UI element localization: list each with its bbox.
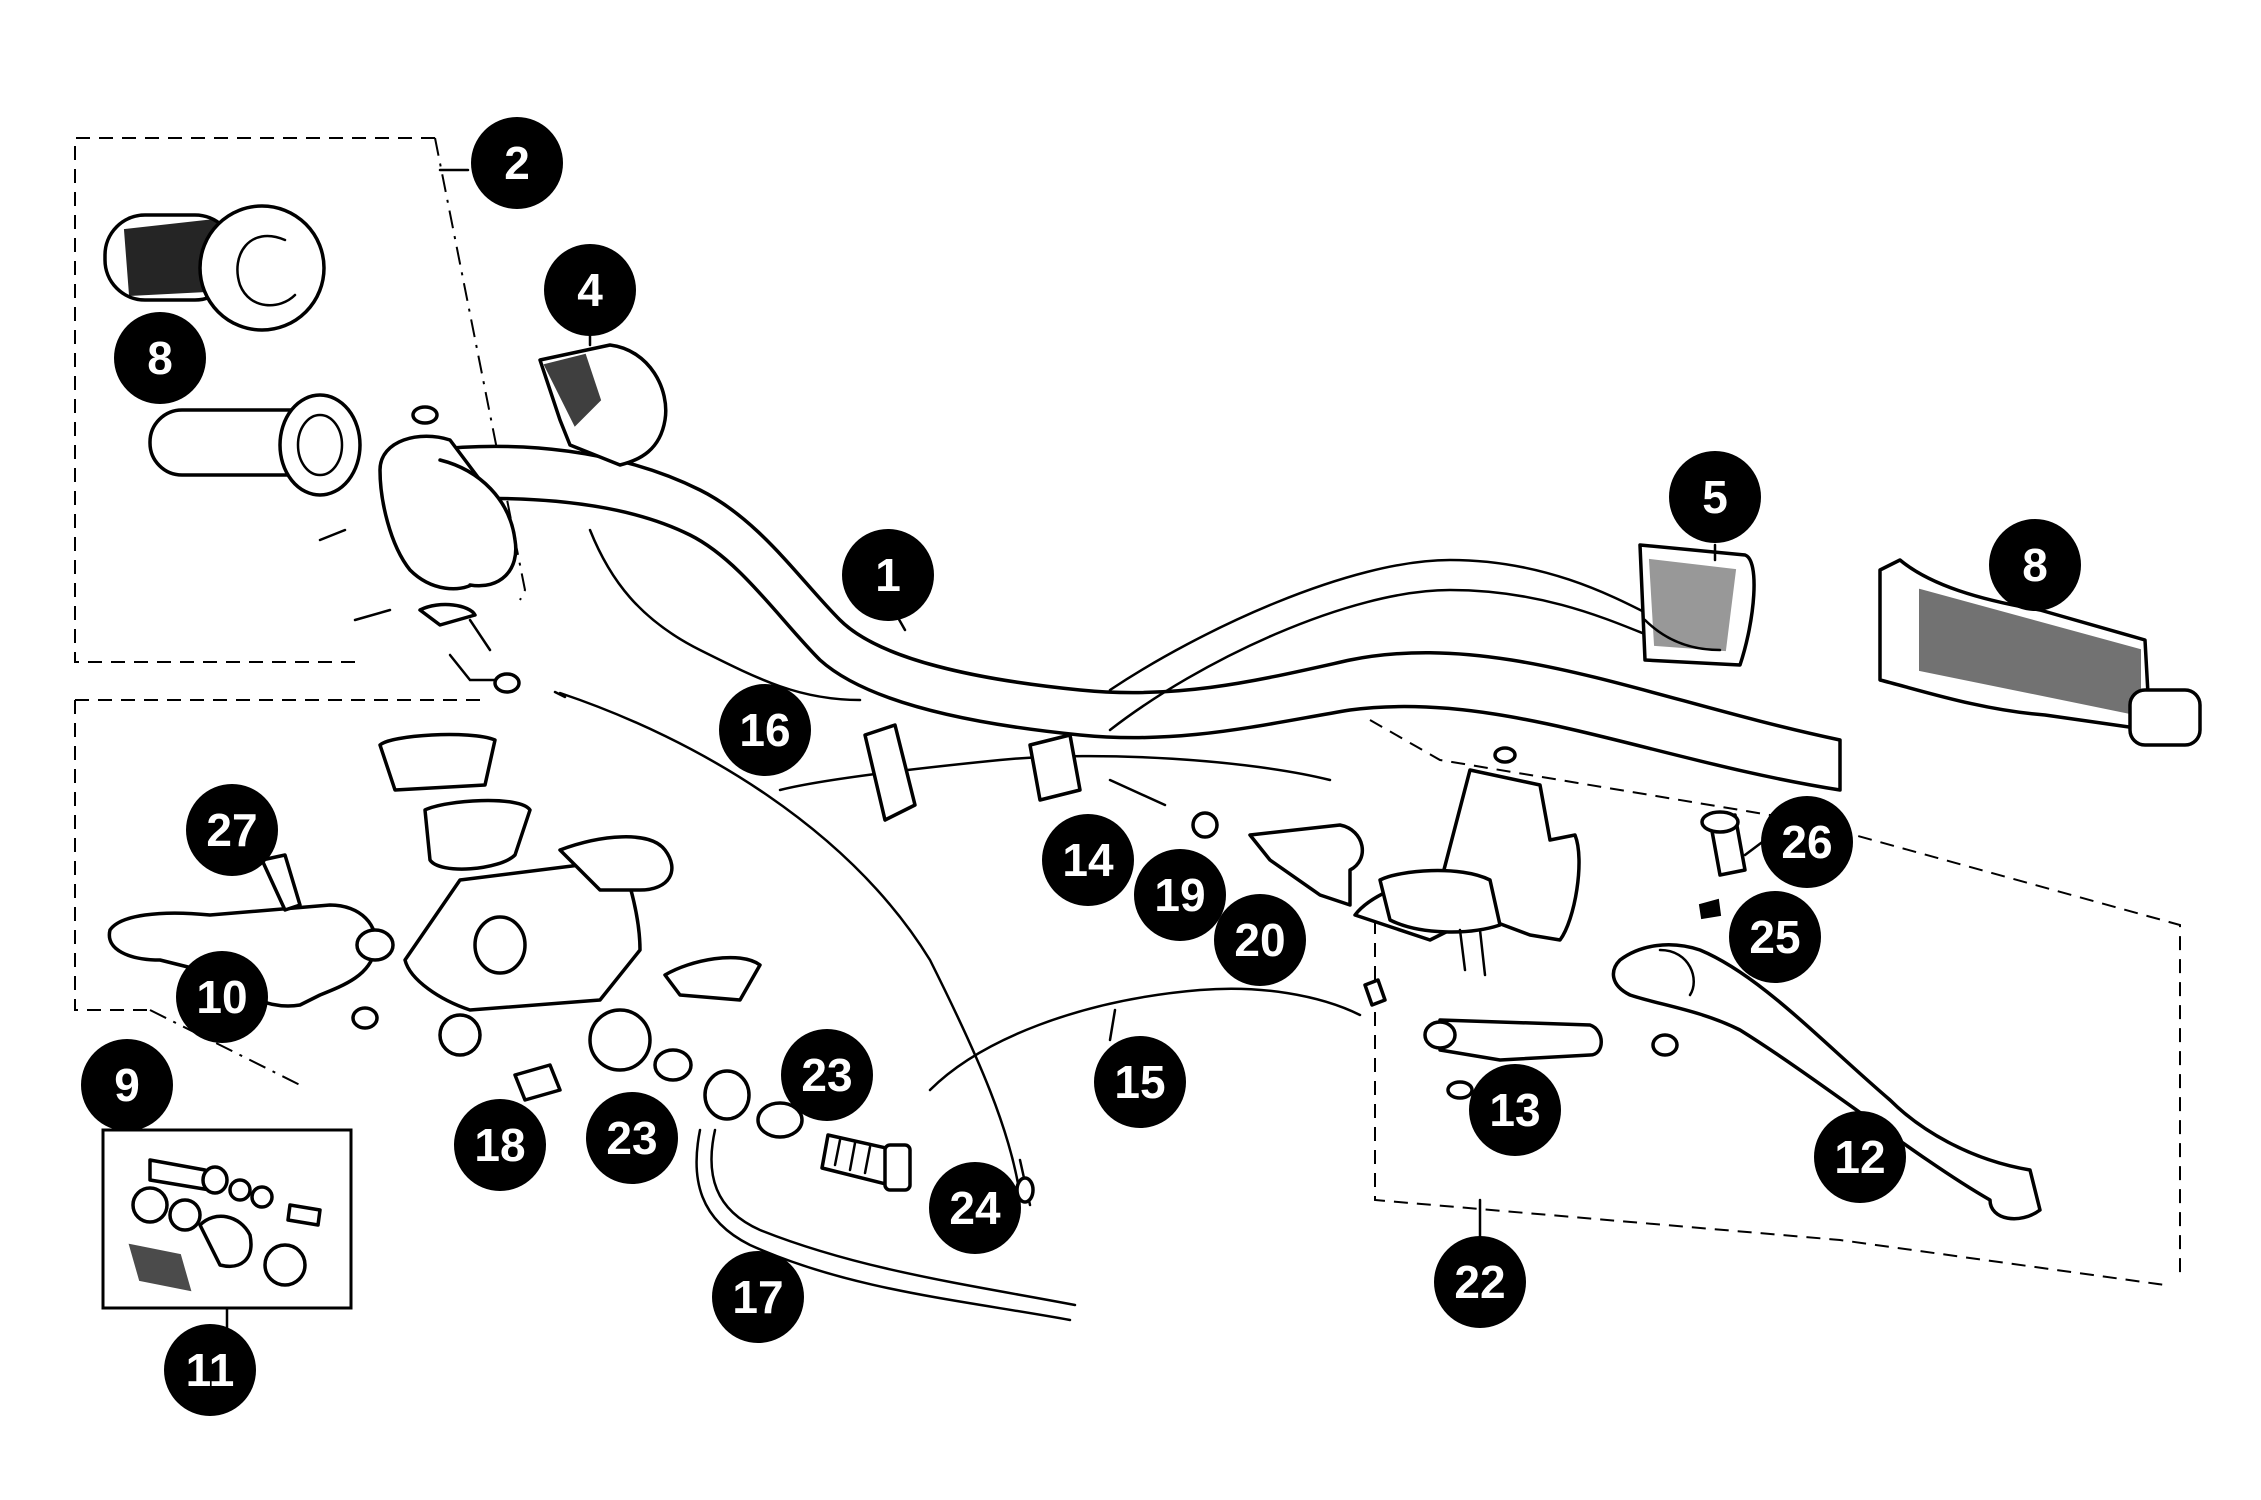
cables	[558, 691, 1362, 1207]
cable-switch-16	[863, 723, 1082, 822]
handlebar	[428, 444, 1842, 792]
callout-18: 18	[454, 1099, 546, 1191]
svg-text:25: 25	[1749, 911, 1800, 963]
callout-27: 27	[186, 784, 278, 876]
svg-text:14: 14	[1062, 834, 1114, 886]
svg-text:13: 13	[1489, 1084, 1540, 1136]
callout-22: 22	[1434, 1236, 1526, 1328]
callout-19: 19	[1134, 849, 1226, 941]
svg-text:15: 15	[1114, 1056, 1165, 1108]
svg-text:19: 19	[1154, 869, 1205, 921]
right-grip	[1878, 558, 2202, 747]
right-lever-bracket	[1363, 746, 1581, 1007]
svg-text:18: 18	[474, 1119, 525, 1171]
svg-text:24: 24	[949, 1182, 1001, 1234]
svg-text:10: 10	[196, 971, 247, 1023]
banjo-bolt	[820, 1133, 912, 1192]
parts-25-26	[1698, 810, 1747, 920]
callout-9: 9	[81, 1039, 173, 1131]
svg-text:20: 20	[1234, 914, 1285, 966]
repair-kit-box	[101, 1128, 353, 1342]
svg-text:9: 9	[114, 1059, 140, 1111]
right-switch-part-5	[1638, 543, 1756, 667]
svg-text:1: 1	[875, 549, 901, 601]
callout-15: 15	[1094, 1036, 1186, 1128]
callout-2: 2	[471, 117, 563, 209]
callout-20: 20	[1214, 894, 1306, 986]
svg-text:2: 2	[504, 137, 530, 189]
svg-text:4: 4	[577, 264, 603, 316]
svg-text:8: 8	[147, 332, 173, 384]
callout-1: 1	[842, 529, 934, 621]
left-lever	[107, 853, 395, 1030]
svg-text:17: 17	[732, 1271, 783, 1323]
throttle-tube	[148, 393, 362, 497]
seal-parts	[513, 1048, 804, 1139]
svg-text:8: 8	[2022, 539, 2048, 591]
clamp-part-4	[538, 343, 668, 467]
svg-text:23: 23	[801, 1049, 852, 1101]
callout-25: 25	[1729, 891, 1821, 983]
svg-text:16: 16	[739, 704, 790, 756]
svg-text:23: 23	[606, 1112, 657, 1164]
callout-13: 13	[1469, 1064, 1561, 1156]
callout-12: 12	[1814, 1111, 1906, 1203]
callout-11: 11	[164, 1324, 256, 1416]
callout-23-left: 23	[586, 1092, 678, 1184]
callout-26: 26	[1761, 796, 1853, 888]
svg-text:22: 22	[1454, 1256, 1505, 1308]
callout-4: 4	[544, 244, 636, 336]
callout-8-right: 8	[1989, 519, 2081, 611]
callout-23-right: 23	[781, 1029, 873, 1121]
svg-text:26: 26	[1781, 816, 1832, 868]
throttle-housing	[318, 405, 567, 699]
group-outline-left-lower	[74, 699, 480, 1086]
right-lever	[1611, 943, 2042, 1221]
svg-text:27: 27	[206, 804, 257, 856]
callout-17: 17	[712, 1251, 804, 1343]
svg-text:11: 11	[186, 1344, 235, 1396]
left-grip-top	[103, 204, 326, 332]
svg-text:5: 5	[1702, 471, 1728, 523]
callout-24: 24	[929, 1162, 1021, 1254]
callout-16: 16	[719, 684, 811, 776]
part-13-assembly	[1423, 1018, 1603, 1100]
callout-5: 5	[1669, 451, 1761, 543]
callout-10: 10	[176, 951, 268, 1043]
svg-text:12: 12	[1834, 1131, 1885, 1183]
group-outline-left-top	[74, 137, 527, 663]
master-cylinder	[378, 732, 762, 1072]
callout-14: 14	[1042, 814, 1134, 906]
callout-8-left: 8	[114, 312, 206, 404]
